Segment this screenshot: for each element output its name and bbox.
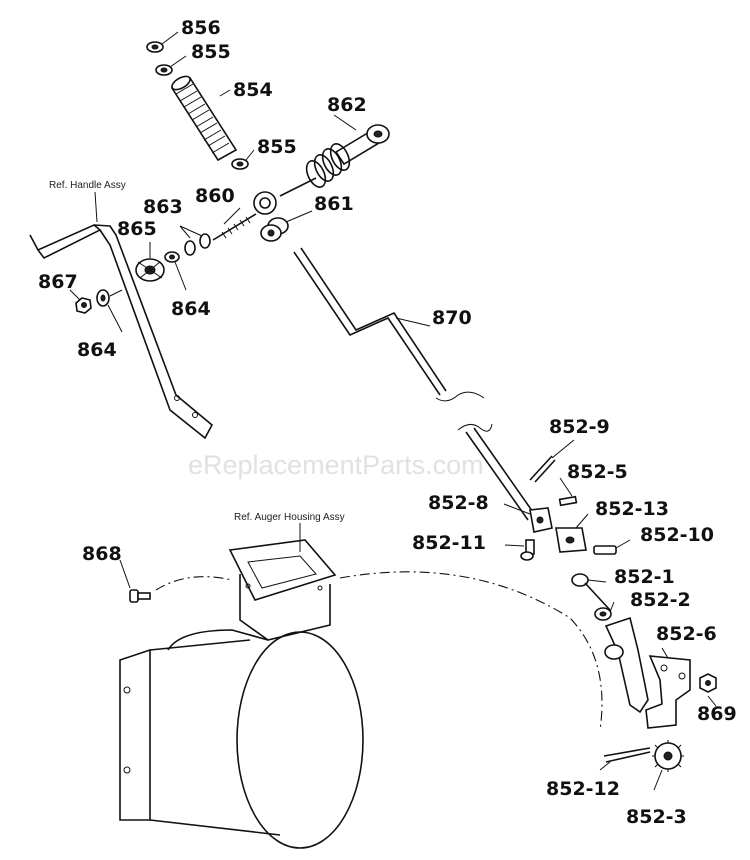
label-852-5: 852-5: [567, 461, 628, 483]
label-852-11: 852-11: [412, 532, 486, 554]
nut-869: [699, 673, 717, 693]
label-854: 854: [233, 79, 273, 101]
pin-852-10: [593, 545, 617, 555]
washer-864-lower: [96, 289, 110, 307]
label-852-6: 852-6: [656, 623, 717, 645]
spring-rod-862: [305, 124, 390, 188]
nuts-863: [184, 233, 211, 256]
alignment-arc-right: [339, 571, 603, 731]
label-868: 868: [82, 543, 122, 565]
washer-855-mid: [231, 158, 249, 170]
label-860: 860: [195, 185, 235, 207]
control-rod-870: [293, 247, 536, 521]
bolt-line: [109, 289, 123, 297]
handle-assembly-ref: [29, 224, 214, 440]
sleeve-854: [170, 75, 238, 162]
washer-856: [146, 41, 164, 53]
shaft-852-1: [571, 573, 611, 611]
washer-852-2: [594, 607, 612, 621]
label-861: 861: [314, 193, 354, 215]
leader-lines: [69, 31, 717, 791]
label-855-mid: 855: [257, 136, 297, 158]
pin-852-5: [558, 495, 578, 507]
label-852-3: 852-3: [626, 806, 687, 828]
label-856: 856: [181, 17, 221, 39]
knob-865: [135, 258, 165, 282]
bolt-852-11: [520, 539, 535, 561]
label-855-top: 855: [191, 41, 231, 63]
label-852-2: 852-2: [630, 589, 691, 611]
eye-bolt-860: [212, 177, 317, 241]
label-865: 865: [117, 218, 157, 240]
clip-852-9: [529, 455, 556, 483]
label-852-13: 852-13: [595, 498, 669, 520]
label-852-9: 852-9: [549, 416, 610, 438]
label-867: 867: [38, 271, 78, 293]
bushing-861: [260, 217, 289, 242]
label-864-lower: 864: [77, 339, 117, 361]
label-852-1: 852-1: [614, 566, 675, 588]
coupler-852-8: [529, 507, 553, 533]
bolt-868: [129, 589, 151, 603]
alignment-arc-left: [155, 576, 233, 591]
ref-auger-label: Ref. Auger Housing Assy: [234, 512, 345, 523]
leader-handle-ref: [94, 191, 98, 223]
label-864-upper: 864: [171, 298, 211, 320]
washer-864-upper: [164, 251, 180, 263]
label-852-12: 852-12: [546, 778, 620, 800]
label-869: 869: [697, 703, 737, 725]
lever-852: [604, 616, 649, 714]
auger-housing-ref: [119, 539, 364, 849]
label-863: 863: [143, 196, 183, 218]
nut-867: [75, 297, 92, 314]
cotter-pin-852-12: [603, 747, 651, 763]
label-852-10: 852-10: [640, 524, 714, 546]
label-862: 862: [327, 94, 367, 116]
bracket-852-6: [645, 655, 691, 729]
ref-handle-label: Ref. Handle Assy: [49, 180, 126, 191]
watermark-text: eReplacementParts.com: [188, 450, 484, 480]
bracket-852-13: [555, 527, 587, 553]
label-870: 870: [432, 307, 472, 329]
washer-855-top: [155, 64, 173, 76]
label-852-8: 852-8: [428, 492, 489, 514]
gear-852-3: [652, 740, 684, 772]
